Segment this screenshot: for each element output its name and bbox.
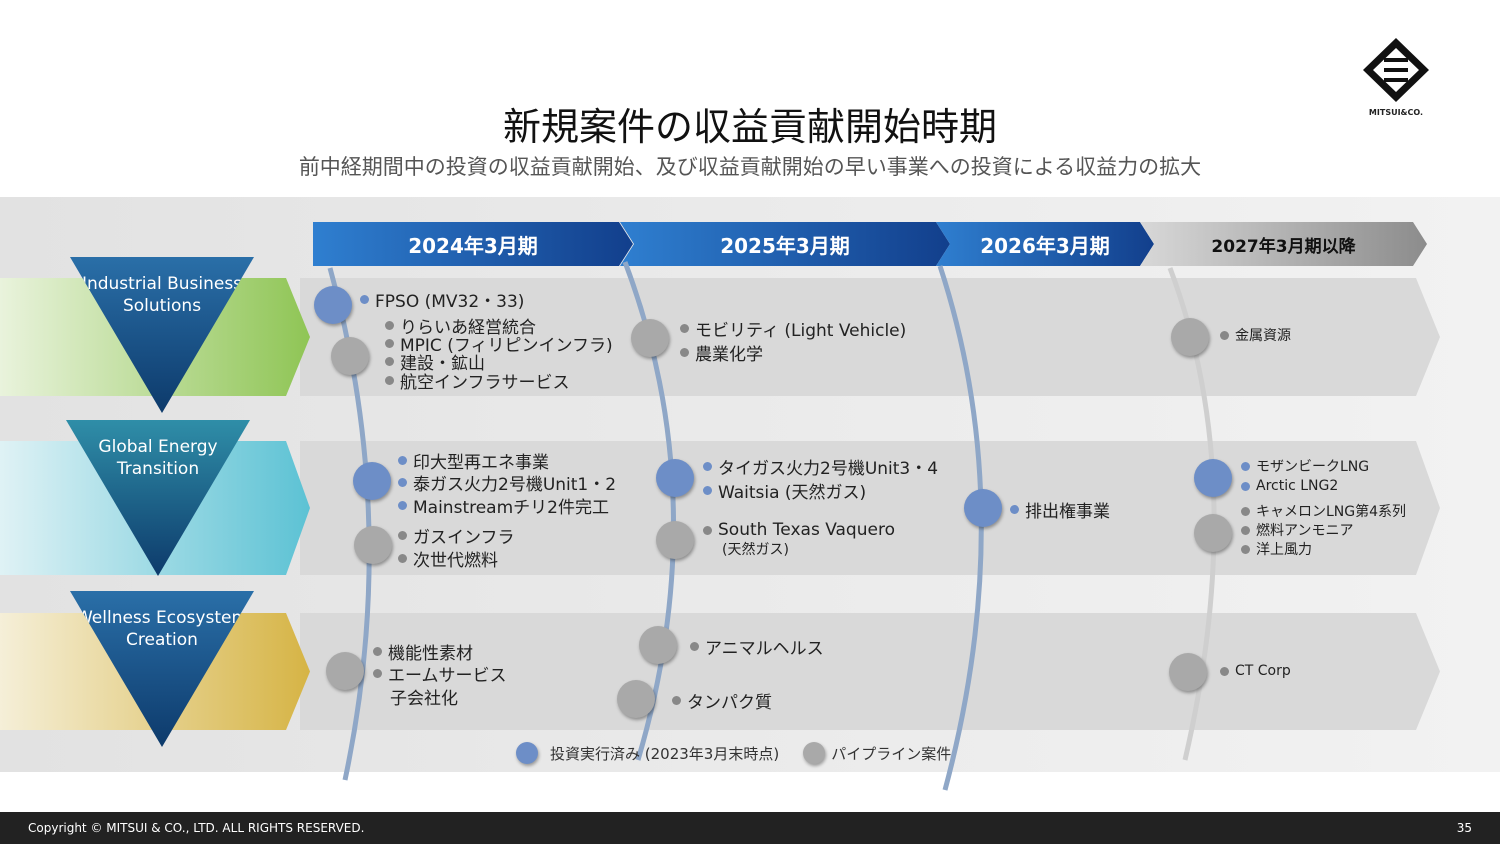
pipeline-marker — [331, 337, 369, 375]
row-industrial — [300, 278, 1440, 396]
list-item: りらいあ経営統合 — [385, 314, 536, 338]
row-energy — [300, 441, 1440, 575]
legend-invested-label: 投資実行済み (2023年3月末時点) — [550, 744, 780, 763]
pipeline-marker — [1169, 653, 1207, 691]
list-item: 泰ガス火力2号機Unit1・2 — [398, 471, 616, 495]
pipeline-marker — [354, 526, 392, 564]
list-item: 子会社化 — [390, 688, 458, 709]
list-item-note: (天然ガス) — [722, 542, 789, 558]
page-title: 新規案件の収益貢献開始時期 — [502, 105, 997, 149]
legend-pipeline-label: パイプライン案件 — [831, 744, 952, 763]
invested-marker — [1194, 459, 1232, 497]
legend-pipeline-icon — [803, 742, 826, 764]
list-item: Waitsia (天然ガス) — [703, 479, 866, 503]
list-item: South Texas Vaquero — [703, 519, 895, 541]
list-item: モビリティ (Light Vehicle) — [680, 317, 906, 341]
list-item: 排出権事業 — [1010, 498, 1110, 522]
list-item: Arctic LNG2 — [1241, 475, 1338, 497]
period-header-2027: 2027年3月期以降 — [1140, 222, 1427, 266]
list-item: エームサービス — [373, 662, 507, 686]
pipeline-marker — [326, 652, 364, 690]
list-item: MPIC (フィリピンインフラ) — [385, 332, 613, 356]
list-item: モザンビークLNG — [1241, 455, 1369, 477]
list-item: 機能性素材 — [373, 640, 473, 664]
pipeline-marker — [1194, 514, 1232, 552]
copyright: Copyright © MITSUI & CO., LTD. ALL RIGHT… — [28, 821, 365, 835]
list-item: 燃料アンモニア — [1241, 519, 1353, 541]
pipeline-marker — [631, 319, 669, 357]
pipeline-marker — [656, 521, 694, 559]
period-header-2024: 2024年3月期 — [313, 222, 633, 266]
logo-text: MITSUI&CO. — [1368, 108, 1424, 117]
list-item: タンパク質 — [672, 689, 772, 713]
list-item: 航空インフラサービス — [385, 369, 570, 393]
list-item: FPSO (MV32・33) — [360, 288, 524, 312]
pipeline-marker — [617, 680, 655, 718]
list-item: キャメロンLNG第4系列 — [1241, 500, 1406, 522]
list-item: 次世代燃料 — [398, 547, 498, 571]
footer: Copyright © MITSUI & CO., LTD. ALL RIGHT… — [0, 812, 1500, 844]
period-header-2026: 2026年3月期 — [936, 222, 1154, 266]
period-header-2025: 2025年3月期 — [620, 222, 950, 266]
list-item: ガスインフラ — [398, 524, 515, 548]
timeline-curve-2026 — [937, 265, 984, 791]
invested-marker — [314, 286, 352, 324]
list-item: 印大型再エネ事業 — [398, 449, 549, 473]
list-item: CT Corp — [1220, 660, 1291, 682]
page-subtitle: 前中経期間中の投資の収益貢献開始、及び収益貢献開始の早い事業への投資による収益力… — [298, 155, 1202, 179]
list-item: 建設・鉱山 — [385, 350, 485, 374]
logo-mark-icon — [1363, 38, 1429, 102]
pipeline-marker — [1171, 318, 1209, 356]
invested-marker — [353, 462, 391, 500]
list-item: タイガス火力2号機Unit3・4 — [703, 455, 938, 479]
list-item: 金属資源 — [1220, 324, 1291, 346]
invested-marker — [656, 459, 694, 497]
page-number: 35 — [1456, 821, 1472, 835]
list-item: Mainstreamチリ2件完工 — [398, 494, 609, 518]
invested-marker — [964, 489, 1002, 527]
legend-invested-icon — [516, 742, 538, 764]
list-item: アニマルヘルス — [690, 635, 824, 659]
row-wellness — [300, 613, 1440, 730]
list-item: 農業化学 — [680, 341, 763, 365]
legend: 投資実行済み (2023年3月末時点) パイプライン案件 — [516, 742, 951, 764]
list-item: 洋上風力 — [1241, 538, 1312, 560]
pipeline-marker — [639, 626, 677, 664]
mitsui-logo: MITSUI&CO. — [1358, 36, 1434, 117]
